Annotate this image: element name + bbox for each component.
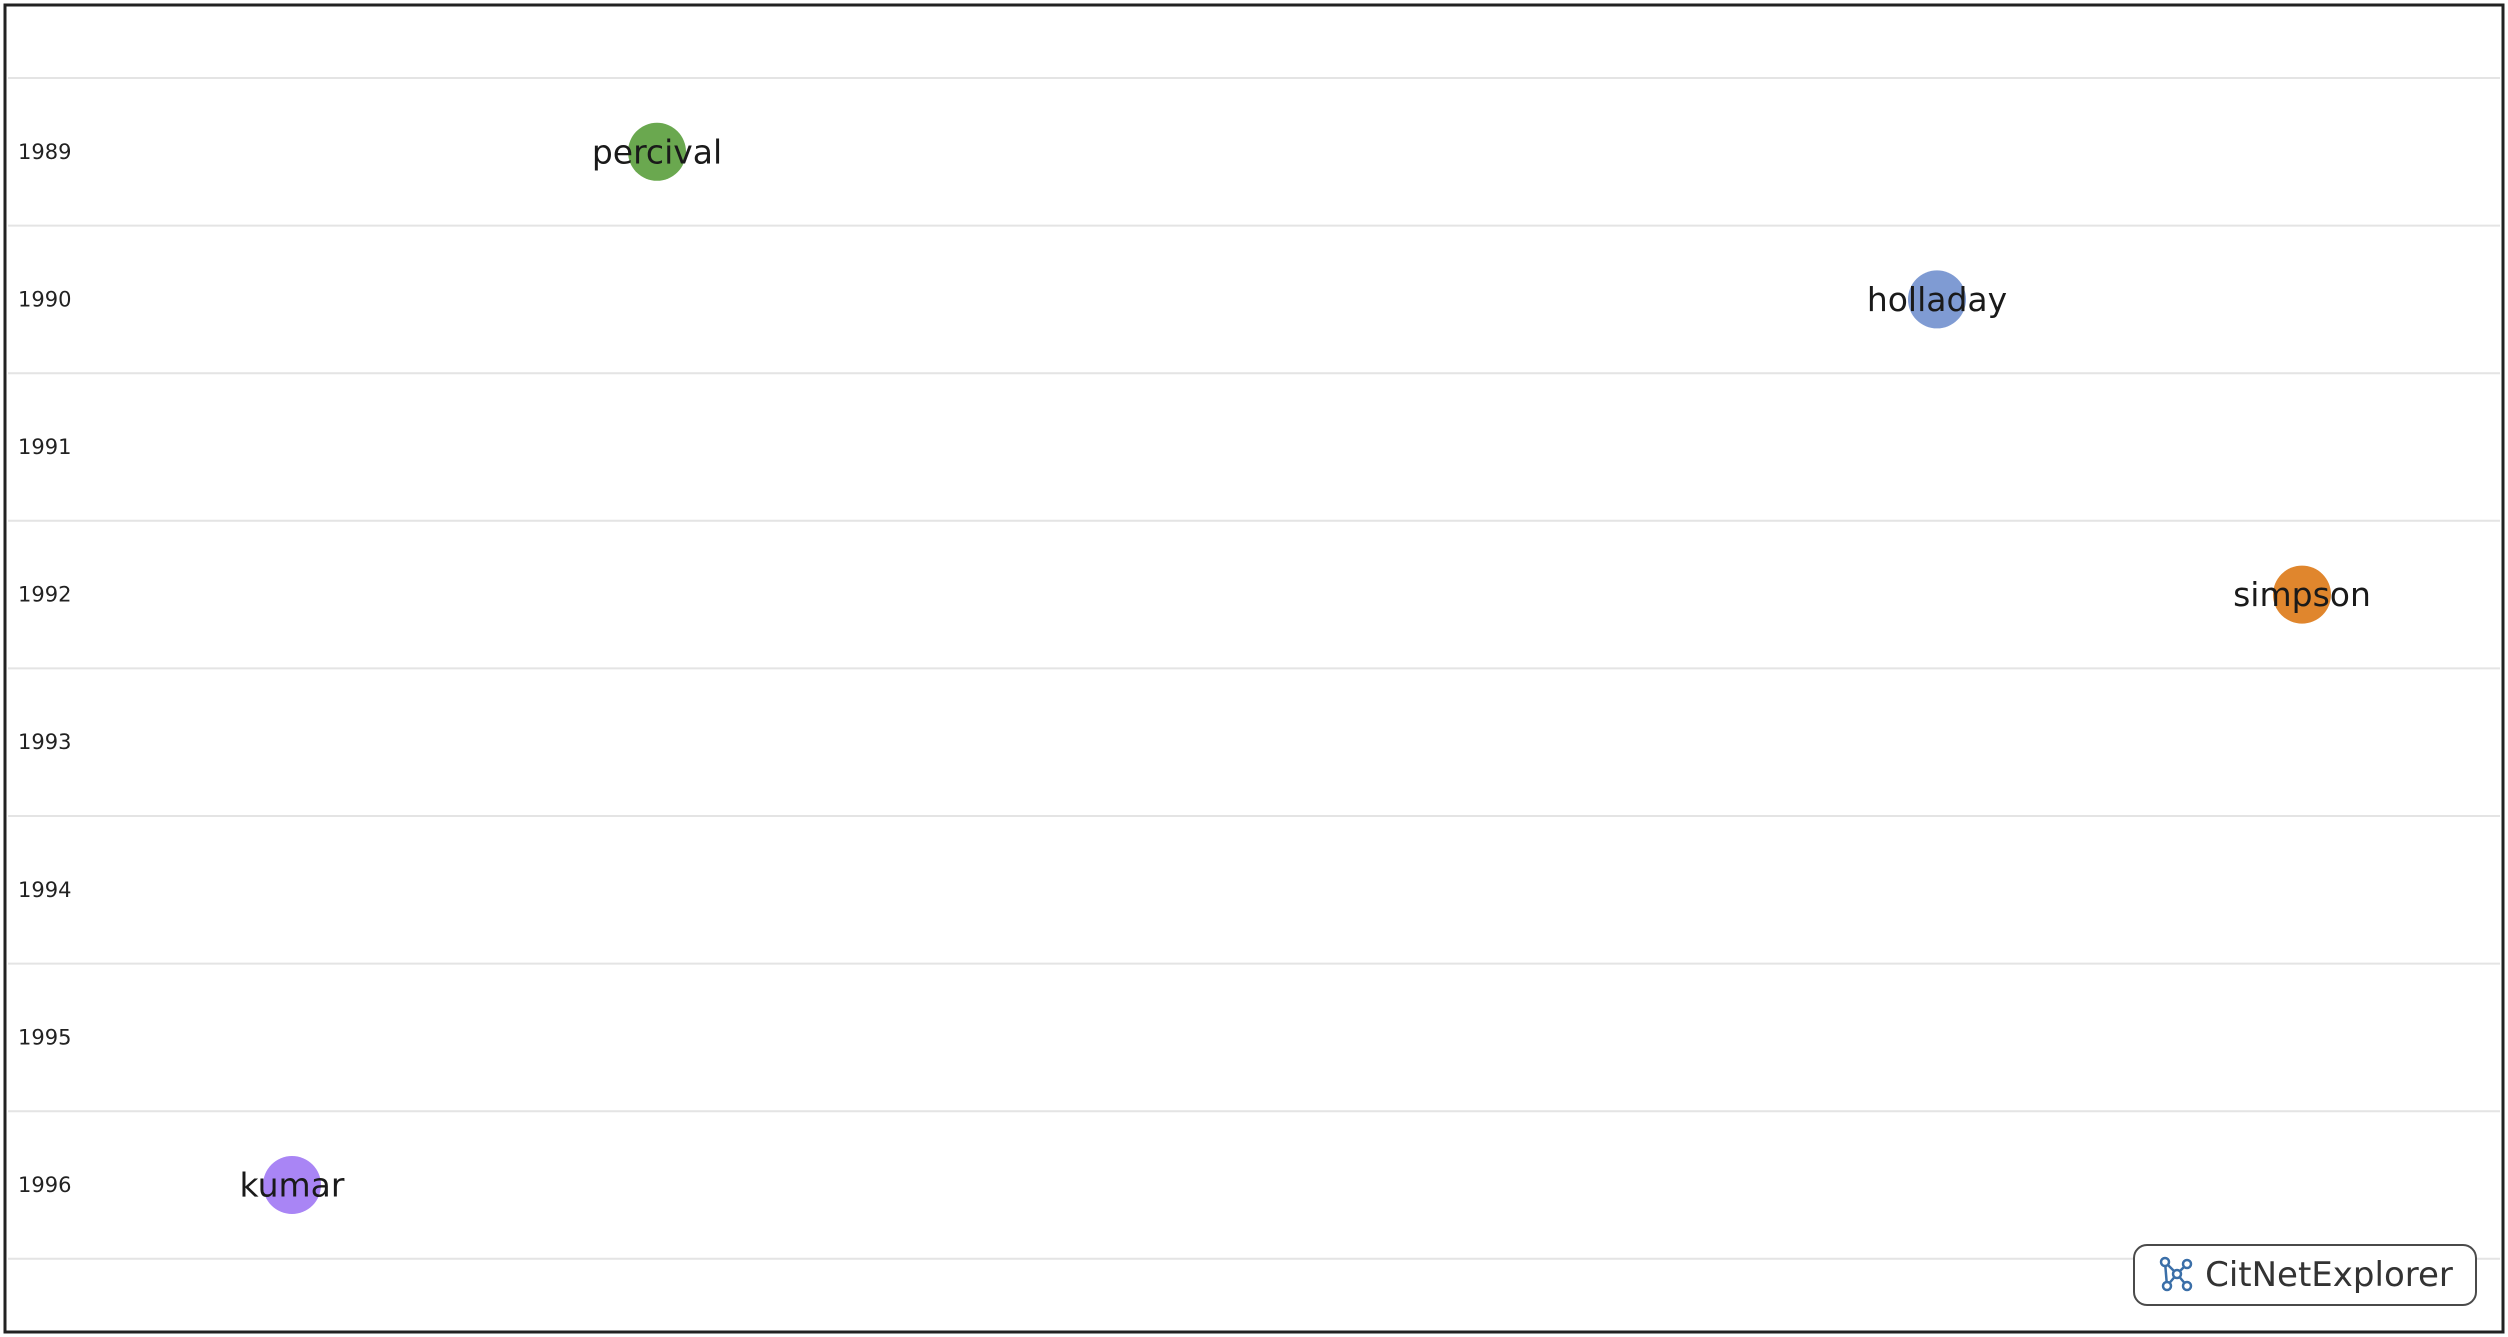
publication-label[interactable]: holladay [1867,280,2007,319]
citnetexplorer-badge: CitNetExplorer [2133,1244,2477,1306]
publication-node-holladay[interactable]: holladay [1867,270,2007,329]
publication-layer: percival holladay simpson kumar [240,122,2371,1214]
year-label-1995: 1995 [18,1025,71,1049]
year-label-1989: 1989 [18,140,71,164]
publication-label[interactable]: kumar [240,1166,345,1205]
publication-node-percival[interactable]: percival [592,122,722,181]
view-frame [3,3,2505,1334]
publication-node-kumar[interactable]: kumar [240,1156,345,1214]
publication-label[interactable]: simpson [2233,575,2371,614]
year-label-1992: 1992 [18,583,71,607]
publication-label[interactable]: percival [592,132,722,171]
year-label-1990: 1990 [18,287,71,311]
year-grid [8,77,2500,1260]
publication-dot[interactable] [628,122,686,181]
publication-dot[interactable] [263,1156,321,1214]
brand-name: CitNetExplorer [2205,1255,2453,1295]
publication-dot[interactable] [1908,270,1966,329]
network-nodes-icon [2157,1256,2195,1294]
year-label-1996: 1996 [18,1173,71,1197]
publication-node-simpson[interactable]: simpson [2233,565,2371,624]
year-axis: 1989 1990 1991 1992 1993 1994 1995 1996 [18,140,71,1197]
publication-dot[interactable] [2273,565,2331,624]
year-label-1991: 1991 [18,435,71,459]
year-label-1993: 1993 [18,730,71,754]
year-label-1994: 1994 [18,878,71,902]
